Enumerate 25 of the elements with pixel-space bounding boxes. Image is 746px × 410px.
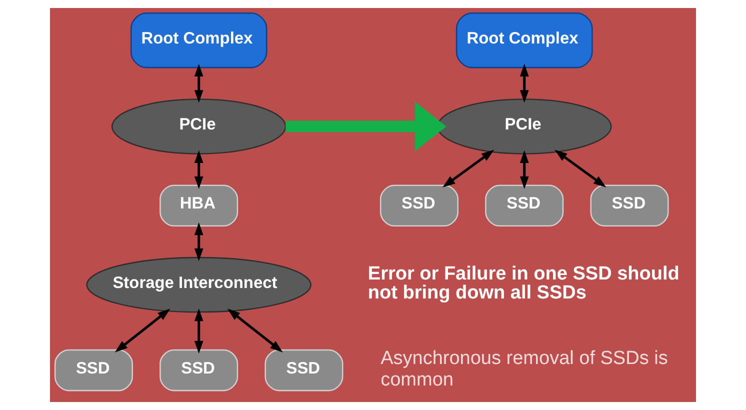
node-ellipse: Storage Interconnect (86, 256, 312, 313)
node-box: SSD (380, 184, 458, 227)
node-box: SSD (160, 349, 238, 392)
arrow (114, 308, 170, 352)
node-box: SSD (590, 184, 669, 227)
arrow (554, 150, 606, 188)
node-box: Root Complex (456, 12, 593, 68)
arrow (227, 308, 283, 352)
arrow (194, 64, 204, 103)
arrow (194, 308, 204, 354)
node-box: HBA (160, 184, 238, 227)
label: Error or Failure in one SSD should not bring down all SSDs (368, 264, 680, 304)
node-ellipse: PCIe (111, 98, 286, 154)
arrow (520, 150, 529, 190)
node-box: SSD (485, 184, 564, 227)
node-box: Root Complex (130, 12, 268, 68)
node-ellipse: PCIe (436, 98, 612, 154)
arrow (194, 222, 204, 262)
node-box: SSD (54, 349, 133, 392)
arrow (286, 102, 446, 152)
arrow (520, 64, 529, 103)
label: Asynchronous removal of SSDs is common (380, 348, 668, 390)
arrow (442, 150, 494, 188)
node-box: SSD (264, 349, 344, 392)
arrow (194, 150, 204, 190)
